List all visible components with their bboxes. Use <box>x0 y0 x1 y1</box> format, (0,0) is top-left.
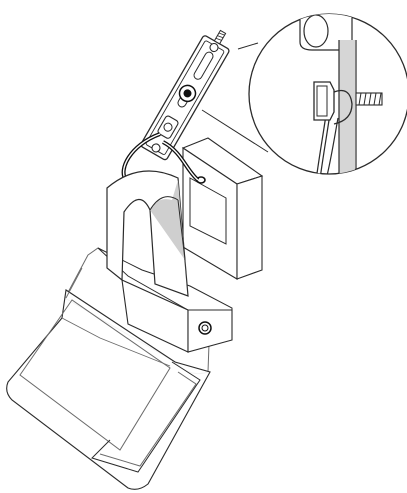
detail-clamp <box>333 89 353 125</box>
enclosure-front-lip <box>91 361 201 473</box>
backing-plate <box>181 137 264 280</box>
detail-threaded-bolt <box>355 92 383 106</box>
callout-leader-top <box>237 42 259 50</box>
backing-plate-side <box>236 175 263 280</box>
detail-plate <box>339 40 355 174</box>
enclosure-inner-face <box>19 299 171 451</box>
detail-knob-face <box>303 14 329 48</box>
enclosure-left-panel <box>6 289 211 490</box>
backing-plate-window <box>189 177 227 245</box>
latch-shackle-channel <box>150 180 188 296</box>
detail-callout <box>201 13 407 175</box>
detail-hex-nut <box>313 81 335 121</box>
callout-leader-bottom <box>201 109 269 153</box>
mounting-bracket <box>140 29 230 161</box>
latch-housing <box>97 170 233 353</box>
